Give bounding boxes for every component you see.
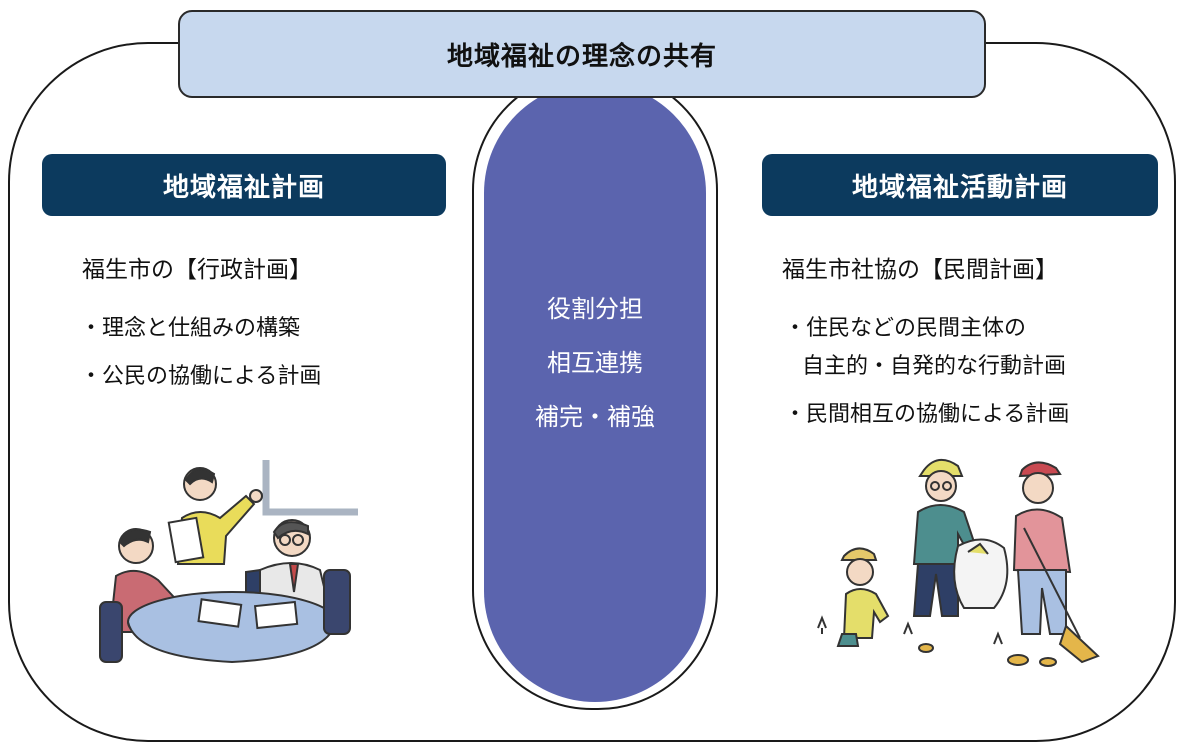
center-keywords: 役割分担 相互連携 補完・補強 (484, 282, 706, 444)
center-pill (484, 82, 706, 702)
bullet-item: ・住民などの民間主体の 自主的・自発的な行動計画 (784, 310, 1069, 386)
bullet-item: ・公民の協働による計画 (80, 358, 321, 396)
right-plan-header: 地域福祉活動計画 (762, 154, 1158, 216)
center-keyword: 相互連携 (547, 349, 643, 377)
center-keyword: 役割分担 (547, 295, 643, 323)
bullet-text: ・住民などの民間主体の (784, 316, 1027, 341)
shared-philosophy-banner: 地域福祉の理念の共有 (178, 10, 986, 98)
banner-title: 地域福祉の理念の共有 (446, 41, 717, 72)
community-cleanup-illustration (817, 459, 1100, 667)
left-plan-header: 地域福祉計画 (42, 154, 446, 216)
bullet-text: ・理念と仕組みの構築 (80, 316, 301, 341)
bullet-text: ・民間相互の協働による計画 (784, 402, 1070, 427)
left-plan-subtitle: 福生市の【行政計画】 (82, 257, 312, 283)
left-plan-title: 地域福祉計画 (162, 172, 325, 203)
bullet-item: ・理念と仕組みの構築 (80, 310, 321, 348)
diagram: 役割分担 相互連携 補完・補強 地域福祉の理念の共有 地域福祉計画 福生市の【行… (8, 10, 1176, 742)
right-plan-subtitle: 福生市社協の【民間計画】 (782, 257, 1058, 283)
right-plan-title: 地域福祉活動計画 (851, 172, 1068, 203)
bullet-text: ・公民の協働による計画 (80, 364, 322, 389)
center-keyword: 補完・補強 (535, 403, 655, 431)
bullet-item: ・民間相互の協働による計画 (784, 396, 1069, 434)
right-plan-bullets: ・住民などの民間主体の 自主的・自発的な行動計画 ・民間相互の協働による計画 (784, 310, 1069, 434)
meeting-people-illustration (99, 460, 358, 664)
bullet-text-continued: 自主的・自発的な行動計画 (802, 354, 1067, 379)
left-plan-bullets: ・理念と仕組みの構築 ・公民の協働による計画 (80, 310, 321, 396)
